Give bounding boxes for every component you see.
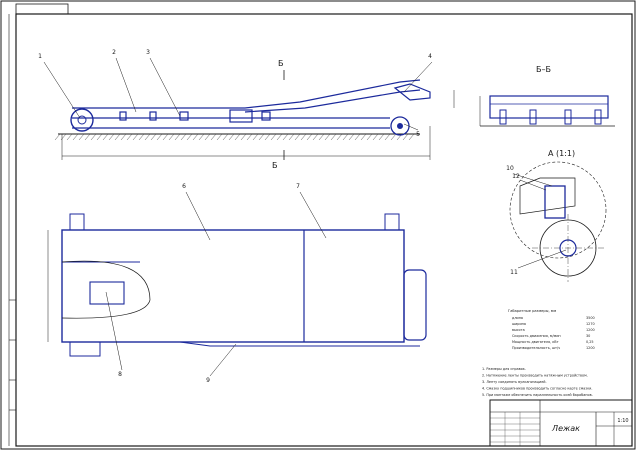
side-view: Б Б [54,59,455,170]
spec-row-label: длина [512,316,523,320]
spec-row-value: 1200 [586,346,595,350]
spec-row-label: Скорость движения, м/мин [512,334,561,338]
callout-label: 3 [146,49,150,56]
inner-frame [15,13,633,447]
callout-label: 8 [118,371,122,378]
title-scale: 1:10 [617,418,628,424]
callout-label: 7 [296,183,300,190]
note-line: 4. Смазку подшипников производить соглас… [482,387,592,391]
note-line: 3. Ленту соединять вулканизацией. [482,380,547,384]
detail-a-title: A (1:1) [548,149,575,158]
callout-label: 9 [206,377,210,384]
title-name: Лежак [551,424,580,433]
callout-label: 1 [38,53,42,60]
spec-row-value: 3500 [586,316,595,320]
corner-stamp-box [15,3,69,15]
binding-strip [8,14,16,446]
note-line: 1. Размеры для справок. [482,367,526,371]
section-mark-top: Б [278,59,284,68]
section-mark-bottom: Б [272,161,278,170]
callout-label: 4 [428,53,432,60]
detail-a-view [509,161,607,282]
callout-label: 12 [512,173,520,180]
spec-row-label: ширина [512,322,526,326]
callout-label: 10 [506,165,514,172]
callout-label: 11 [510,269,518,276]
section-bb-view [479,95,615,127]
callout-label: 6 [182,183,186,190]
spec-row-value: 30 [586,334,590,338]
spec-row-label: высота [512,328,525,332]
spec-block: Габаритные размеры, мм длина 3500 ширина 127… [508,309,595,350]
spec-row-value: 0,25 [586,340,594,344]
spec-row-label: Производительность, шт/ч [512,346,560,350]
spec-row-label: Мощность двигателя, кВт [512,340,559,344]
spec-row-value: 1200 [586,328,595,332]
callout-label: 5 [416,131,420,138]
spec-row-value: 1270 [586,322,595,326]
floor-hatch [54,133,415,141]
section-bb-title: Б–Б [536,65,551,74]
title-block [489,399,633,447]
plan-view [47,213,427,357]
note-line: 2. Натяжение ленты производить натяжным … [482,374,588,378]
notes-block: 1. Размеры для справок. 2. Натяжение лент… [482,367,593,397]
note-line: 5. При монтаже обеспечить параллельность… [482,393,593,397]
leaders [43,57,567,377]
callout-label: 2 [112,49,116,56]
side-drum-left [70,108,94,132]
spec-heading: Габаритные размеры, мм [508,309,556,313]
